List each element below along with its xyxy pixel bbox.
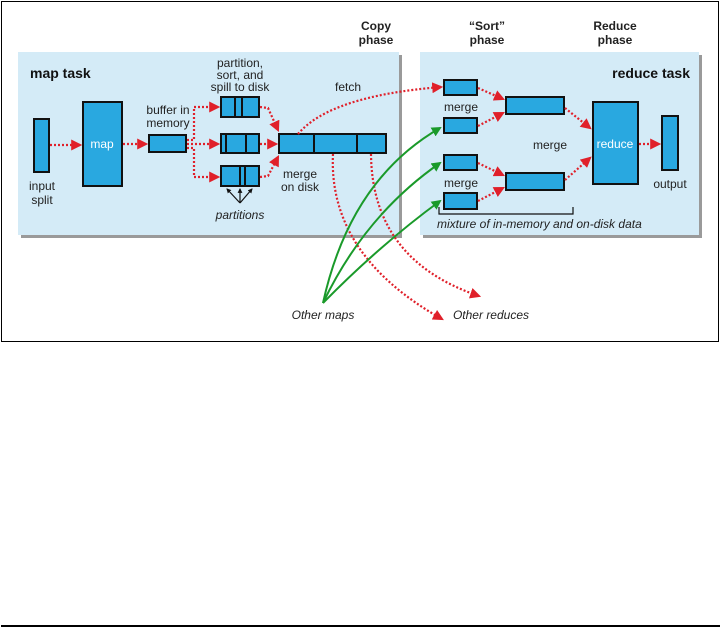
phase-sort-line2: phase: [470, 33, 505, 47]
merged-on-disk-file: [278, 133, 387, 154]
merge-label-top: merge: [444, 100, 478, 114]
phase-reduce-line1: Reduce: [593, 19, 637, 33]
other-reduces-label: Other reduces: [453, 308, 529, 322]
output-label: output: [653, 177, 687, 191]
merge-on-disk-line1: merge: [283, 167, 317, 181]
arrow-other-map-2: [322, 161, 442, 304]
arrow-buffer-to-spill1: [187, 101, 221, 142]
diagram-frame: [1, 1, 719, 342]
arrow-buffer-to-spill3: [187, 146, 221, 183]
output-box: [661, 115, 679, 171]
phase-copy-line2: phase: [359, 33, 394, 47]
merged-segment-top: [505, 96, 565, 115]
merge-label-bottom: merge: [444, 176, 478, 190]
arrow-merged-bottom-to-reduce: [564, 156, 592, 181]
reduce-segment-2: [443, 117, 478, 134]
merge-label-middle: merge: [533, 138, 567, 152]
reduce-segment-4: [443, 192, 478, 210]
partitions-pointer: [226, 188, 253, 204]
other-maps-label: Other maps: [292, 308, 355, 322]
map-label: map: [90, 137, 114, 151]
reduce-segment-1: [443, 79, 478, 96]
arrow-to-other-reduce-1: [331, 153, 444, 321]
merged-segment-bottom: [505, 172, 565, 191]
phase-copy: Copy phase: [359, 19, 394, 47]
arrow-seg2-to-merged-top: [477, 111, 505, 127]
reduce-segment-3: [443, 154, 478, 171]
fetch-label: fetch: [335, 80, 361, 94]
arrow-fetch: [297, 82, 444, 135]
input-split-box: [33, 118, 50, 173]
partitions-label: partitions: [215, 208, 265, 222]
spill-file-3: [220, 165, 260, 187]
merge-on-disk-line2: on disk: [281, 180, 320, 194]
arrow-spill1-to-merge: [259, 105, 280, 133]
arrow-to-other-reduce-2: [369, 153, 482, 299]
map-task-title: map task: [30, 65, 91, 81]
arrow-seg4-to-merged-bottom: [477, 186, 505, 202]
arrow-spill3-to-merge: [259, 155, 280, 179]
mixture-label: mixture of in-memory and on-disk data: [437, 217, 642, 231]
buffer-in-memory-box: [148, 134, 187, 153]
arrow-seg3-to-merged-bottom: [477, 162, 505, 177]
buffer-label-line1: buffer in: [146, 103, 189, 117]
phase-reduce-line2: phase: [598, 33, 633, 47]
phase-reduce: Reduce phase: [593, 19, 637, 47]
phase-sort: “Sort” phase: [469, 19, 505, 47]
arrow-other-map-1: [322, 126, 442, 304]
arrow-seg1-to-merged-top: [477, 86, 506, 101]
arrow-other-map-3: [322, 199, 442, 304]
reduce-label: reduce: [597, 137, 634, 151]
spill-label-line2: sort, and: [217, 68, 264, 82]
buffer-label-line2: memory: [146, 116, 189, 130]
input-split-label-line2: split: [31, 193, 53, 207]
map-box: [82, 101, 123, 187]
spill-file-1: [220, 96, 260, 118]
spill-label-line1: partition,: [217, 56, 263, 70]
reduce-box: [592, 101, 639, 185]
input-split-label-line1: input: [29, 179, 56, 193]
mixture-bracket: [438, 207, 574, 215]
arrow-merged-top-to-reduce: [564, 107, 592, 130]
bottom-rule: [1, 625, 720, 627]
phase-sort-line1: “Sort”: [469, 19, 505, 33]
spill-file-2: [220, 133, 260, 154]
spill-label-line3: spill to disk: [211, 80, 271, 94]
phase-copy-line1: Copy: [361, 19, 391, 33]
reduce-task-title: reduce task: [612, 65, 690, 81]
